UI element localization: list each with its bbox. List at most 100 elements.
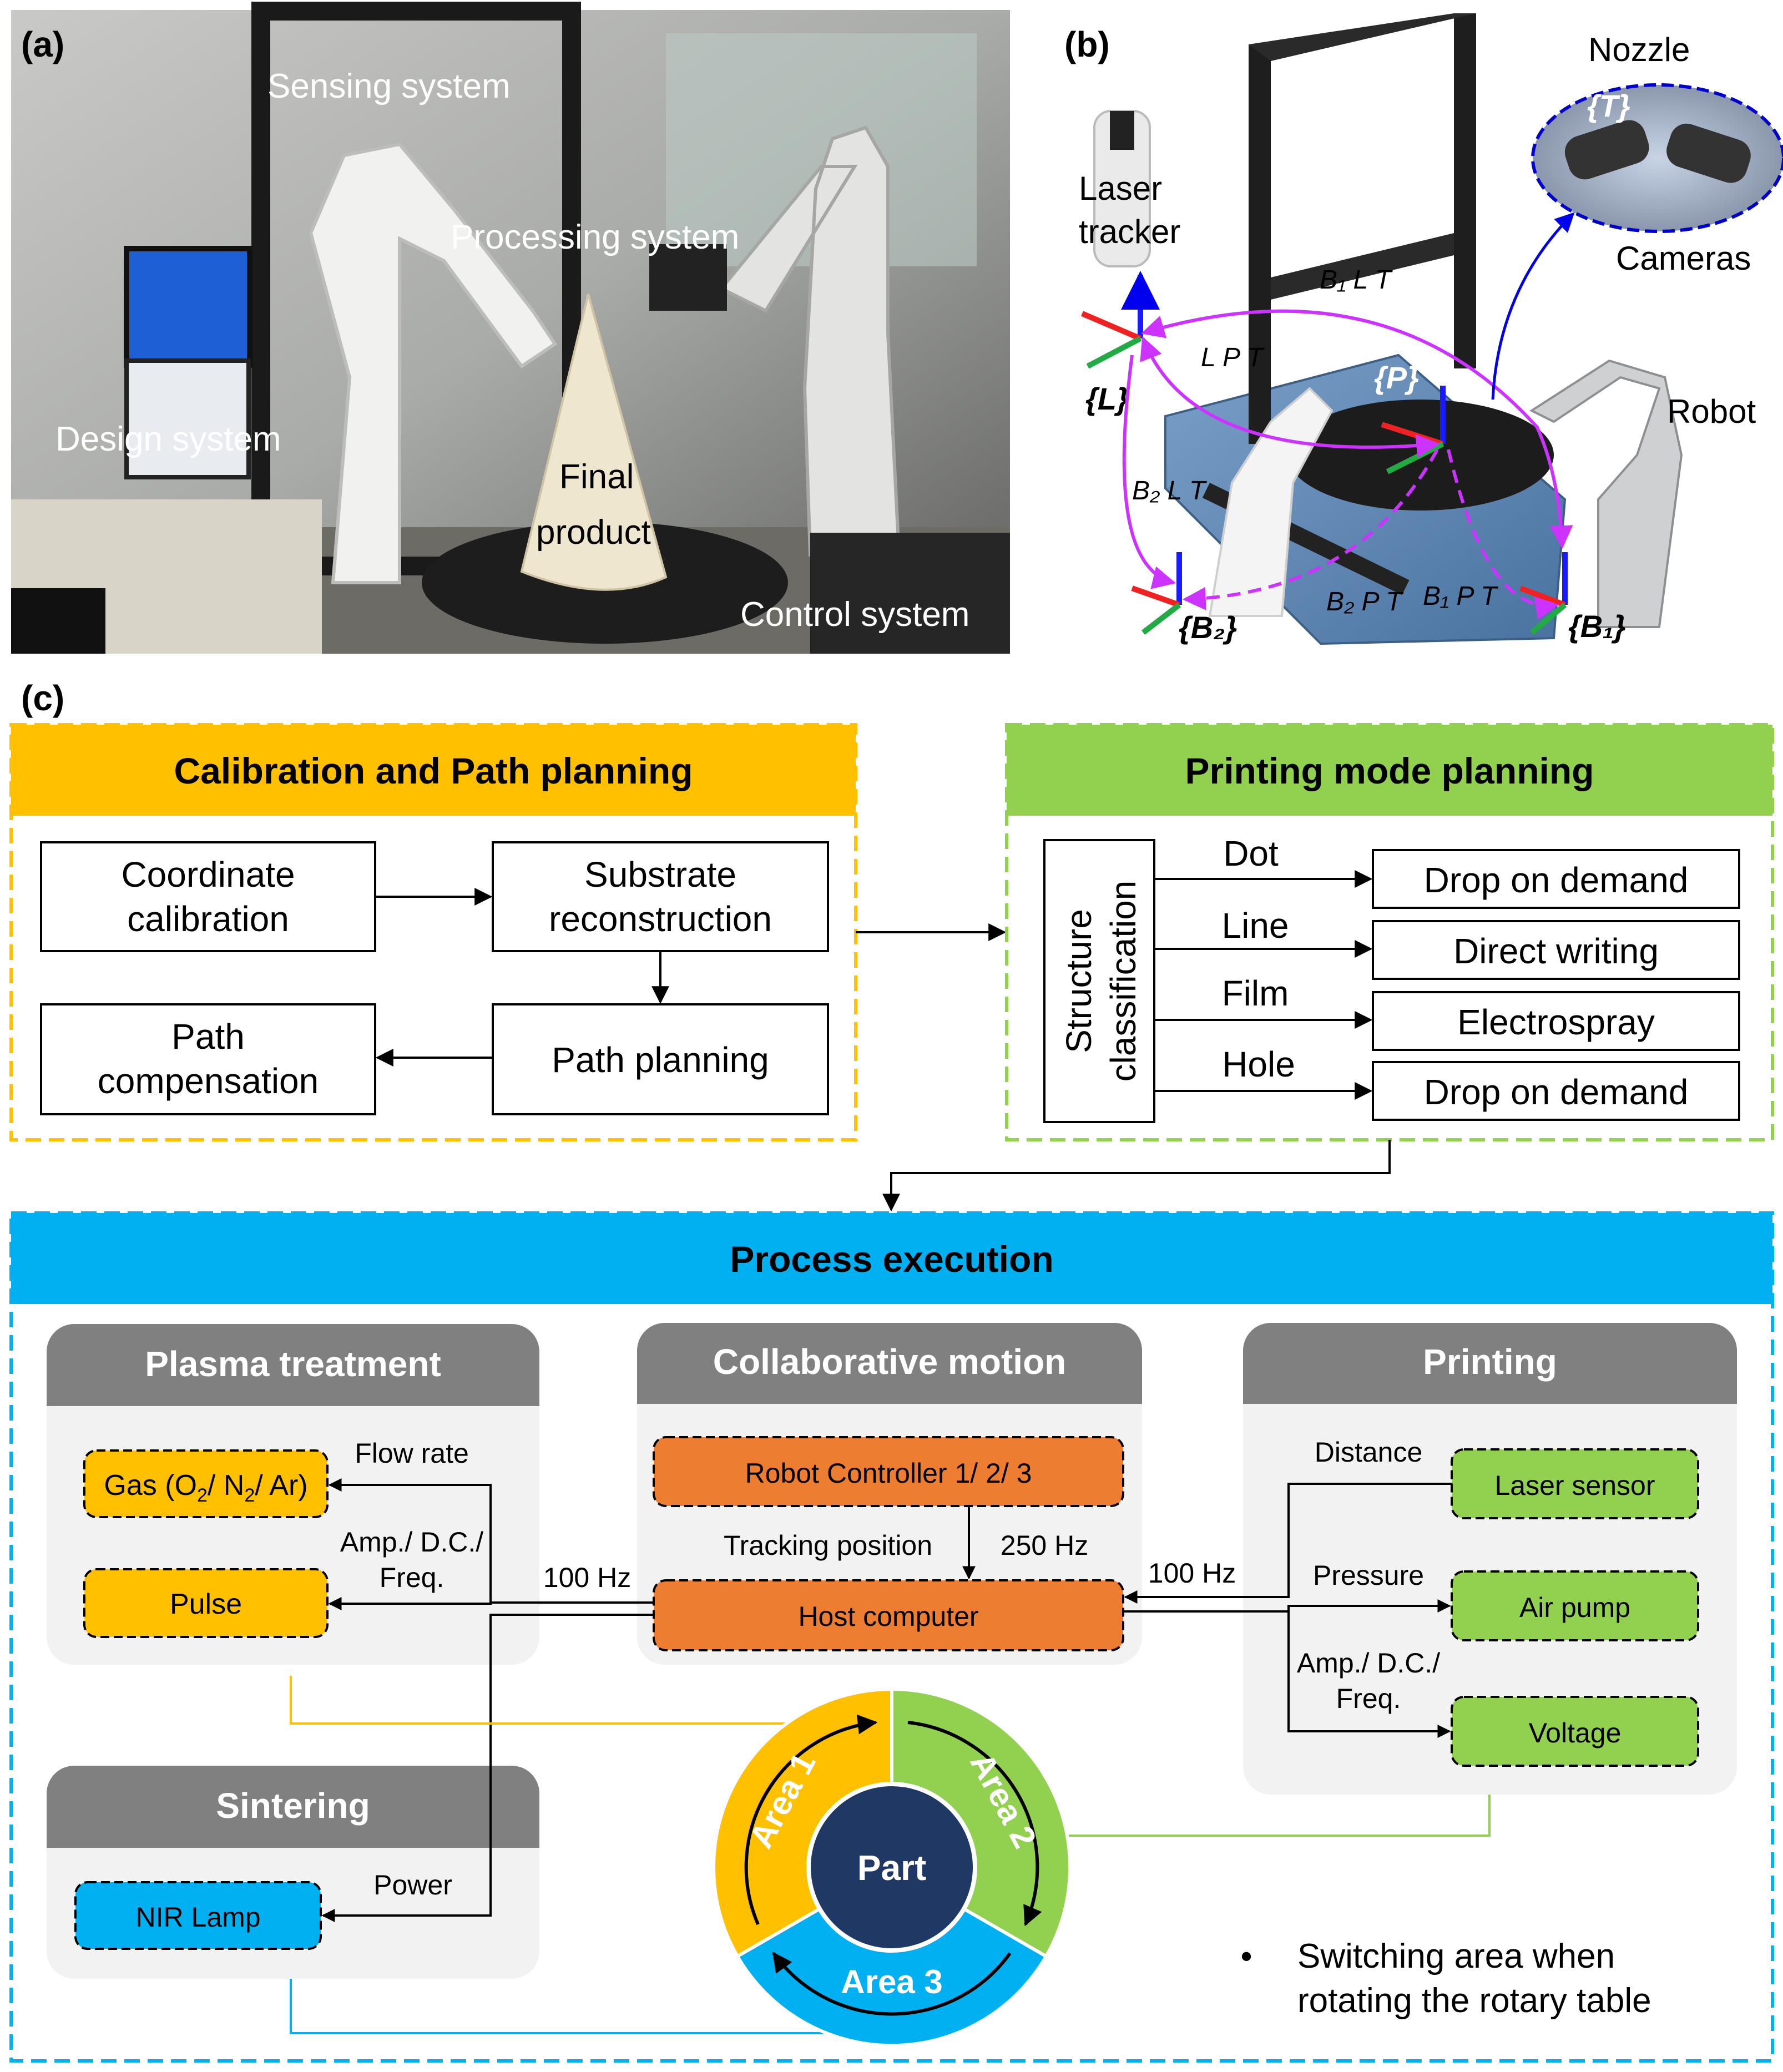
frame-L-axes xyxy=(1081,271,1160,369)
structure-classification-line-2: classification xyxy=(1103,881,1143,1082)
plasma-amp-label-1: Amp./ D.C./ xyxy=(340,1527,483,1558)
air-pump-box xyxy=(1451,1570,1699,1641)
panel-b: (b) Laser tracker Nozzle {T} Cameras Rob… xyxy=(1064,13,1783,645)
arrow-mode-to-execution xyxy=(882,1140,1391,1212)
transform-arrow-B2P xyxy=(1182,448,1439,610)
mode-row-0: Dot Drop on demand xyxy=(1154,833,1740,909)
frame-B2-axes xyxy=(1131,552,1182,635)
printing-title: Printing xyxy=(1423,1342,1557,1382)
mode-row-3: Hole Drop on demand xyxy=(1154,1044,1740,1121)
rotation-arrow-area1 xyxy=(744,1714,878,1926)
camera-left xyxy=(1564,120,1649,180)
structure-classification-line-1: Structure xyxy=(1059,909,1099,1053)
panel-b-label: (b) xyxy=(1064,24,1110,64)
robot-controller-text: Robot Controller 1/ 2/ 3 xyxy=(745,1458,1032,1489)
mode-direct-writing: Direct writing xyxy=(1453,931,1659,971)
gas-text: Gas (O2/ N2/ Ar) xyxy=(104,1469,307,1506)
tracking-position-label: Tracking position xyxy=(724,1530,932,1561)
note-line-2: rotating the rotary table xyxy=(1297,1982,1651,2020)
collaborative-motion-panel: Collaborative motion Robot Controller 1/… xyxy=(637,1323,1142,1665)
laser-sensor-text: Laser sensor xyxy=(1494,1470,1655,1501)
line-laser-to-host xyxy=(1124,1483,1452,1604)
printing-mode-section: Printing mode planning Structure classif… xyxy=(1005,723,1774,1141)
laser-tracker-label-1: Laser xyxy=(1079,170,1162,207)
control-cabinet xyxy=(810,533,1010,654)
transform-LP-label: L P T xyxy=(1201,343,1265,372)
path-compensation-box xyxy=(40,1003,376,1115)
collab-title: Collaborative motion xyxy=(713,1342,1067,1382)
rotation-arrow-area3 xyxy=(772,1952,1012,2016)
air-pump-text: Air pump xyxy=(1519,1592,1630,1623)
plasma-amp-label-2: Freq. xyxy=(380,1562,445,1593)
gantry-top xyxy=(1249,13,1476,61)
printing-amp-label-1: Amp./ D.C./ xyxy=(1297,1648,1440,1679)
mode-row-1: Line Direct writing xyxy=(1154,906,1740,980)
cameras-label: Cameras xyxy=(1616,240,1751,277)
structure-type-hole: Hole xyxy=(1222,1044,1295,1084)
line-host-to-air xyxy=(1123,1599,1451,1613)
panel-a-label: (a) xyxy=(21,24,64,64)
hz250-label: 250 Hz xyxy=(1001,1530,1088,1561)
calibration-title: Calibration and Path planning xyxy=(174,750,693,791)
substrate-reconstruction-line-1: Substrate xyxy=(584,855,736,895)
note-line-1: Switching area when xyxy=(1297,1937,1615,1975)
distance-label: Distance xyxy=(1315,1437,1423,1468)
processing-head xyxy=(649,244,727,311)
nir-lamp-box xyxy=(74,1881,322,1950)
power-label: Power xyxy=(373,1869,452,1901)
calibration-section: Calibration and Path planning Coordinate… xyxy=(9,723,857,1141)
process-execution-section: Process execution Plasma treatment Gas (… xyxy=(9,1211,1774,2063)
mode-drop-on-demand-1: Drop on demand xyxy=(1424,860,1689,900)
coordinate-calibration-box xyxy=(40,841,376,952)
substrate-reconstruction-box xyxy=(492,841,829,952)
line-host-to-voltage xyxy=(1287,1611,1451,1738)
line-host-to-pulse xyxy=(328,1597,492,1610)
mode-electrospray: Electrospray xyxy=(1457,1002,1655,1042)
frame-P-label: {P} xyxy=(1374,360,1419,395)
laser-tracker-label-2: tracker xyxy=(1079,213,1180,250)
transform-B2L-label: B₂ L T xyxy=(1132,476,1208,506)
mode-row-2: Film Electrospray xyxy=(1154,973,1740,1051)
coordinate-calibration-line-1: Coordinate xyxy=(121,855,295,895)
voltage-text: Voltage xyxy=(1529,1717,1622,1748)
rotation-arrow-area2 xyxy=(907,1721,1042,1927)
line-host-to-gas xyxy=(328,1478,654,1604)
sintering-panel: Sintering NIR Lamp Power xyxy=(47,1766,539,1979)
design-system-label: Design system xyxy=(55,420,281,458)
sintering-title: Sintering xyxy=(216,1786,370,1826)
line-host-to-nir xyxy=(321,1614,654,1922)
final-product-label-2: product xyxy=(536,513,651,552)
mode-header xyxy=(1007,725,1772,816)
path-planning-box xyxy=(492,1003,829,1115)
printing-panel: Printing Laser sensor Air pump Voltage D… xyxy=(1243,1323,1737,1795)
note-bullet: • xyxy=(1240,1938,1252,1975)
laser-tracker-head xyxy=(1110,111,1134,150)
panel-a: (a) Sensing system Processing system Des… xyxy=(11,2,1010,654)
sensing-system-label: Sensing system xyxy=(267,67,511,105)
frame-T-label: {T} xyxy=(1587,88,1630,123)
execution-title: Process execution xyxy=(730,1239,1053,1280)
robot-label: Robot xyxy=(1667,393,1756,430)
hz100-left-label: 100 Hz xyxy=(543,1562,631,1593)
final-product-label-1: Final xyxy=(559,458,634,496)
structure-classification-box xyxy=(1043,839,1155,1123)
nir-lamp-text: NIR Lamp xyxy=(135,1902,260,1933)
rotary-wheel: Part Area 1 Area 2 Area 3 xyxy=(711,1687,1072,2048)
leader-plasma-to-area1 xyxy=(290,1676,810,1725)
path-compensation-line-1: Path xyxy=(171,1017,245,1057)
processing-system-label: Processing system xyxy=(451,218,739,256)
panel-c-label: (c) xyxy=(21,678,64,718)
monitor xyxy=(124,246,252,368)
printing-amp-label-2: Freq. xyxy=(1336,1683,1401,1714)
pc-tower xyxy=(11,588,105,654)
gas-box xyxy=(83,1449,329,1518)
robot-arm-right xyxy=(719,125,901,557)
plasma-title: Plasma treatment xyxy=(145,1344,441,1384)
pressure-label: Pressure xyxy=(1313,1560,1424,1591)
host-computer-text: Host computer xyxy=(798,1601,978,1632)
robot-arm-left xyxy=(309,142,558,584)
pulse-text: Pulse xyxy=(170,1588,242,1620)
monitor-lower xyxy=(124,358,251,479)
structure-type-dot: Dot xyxy=(1223,833,1279,873)
camera-link-arrow xyxy=(1491,212,1575,400)
